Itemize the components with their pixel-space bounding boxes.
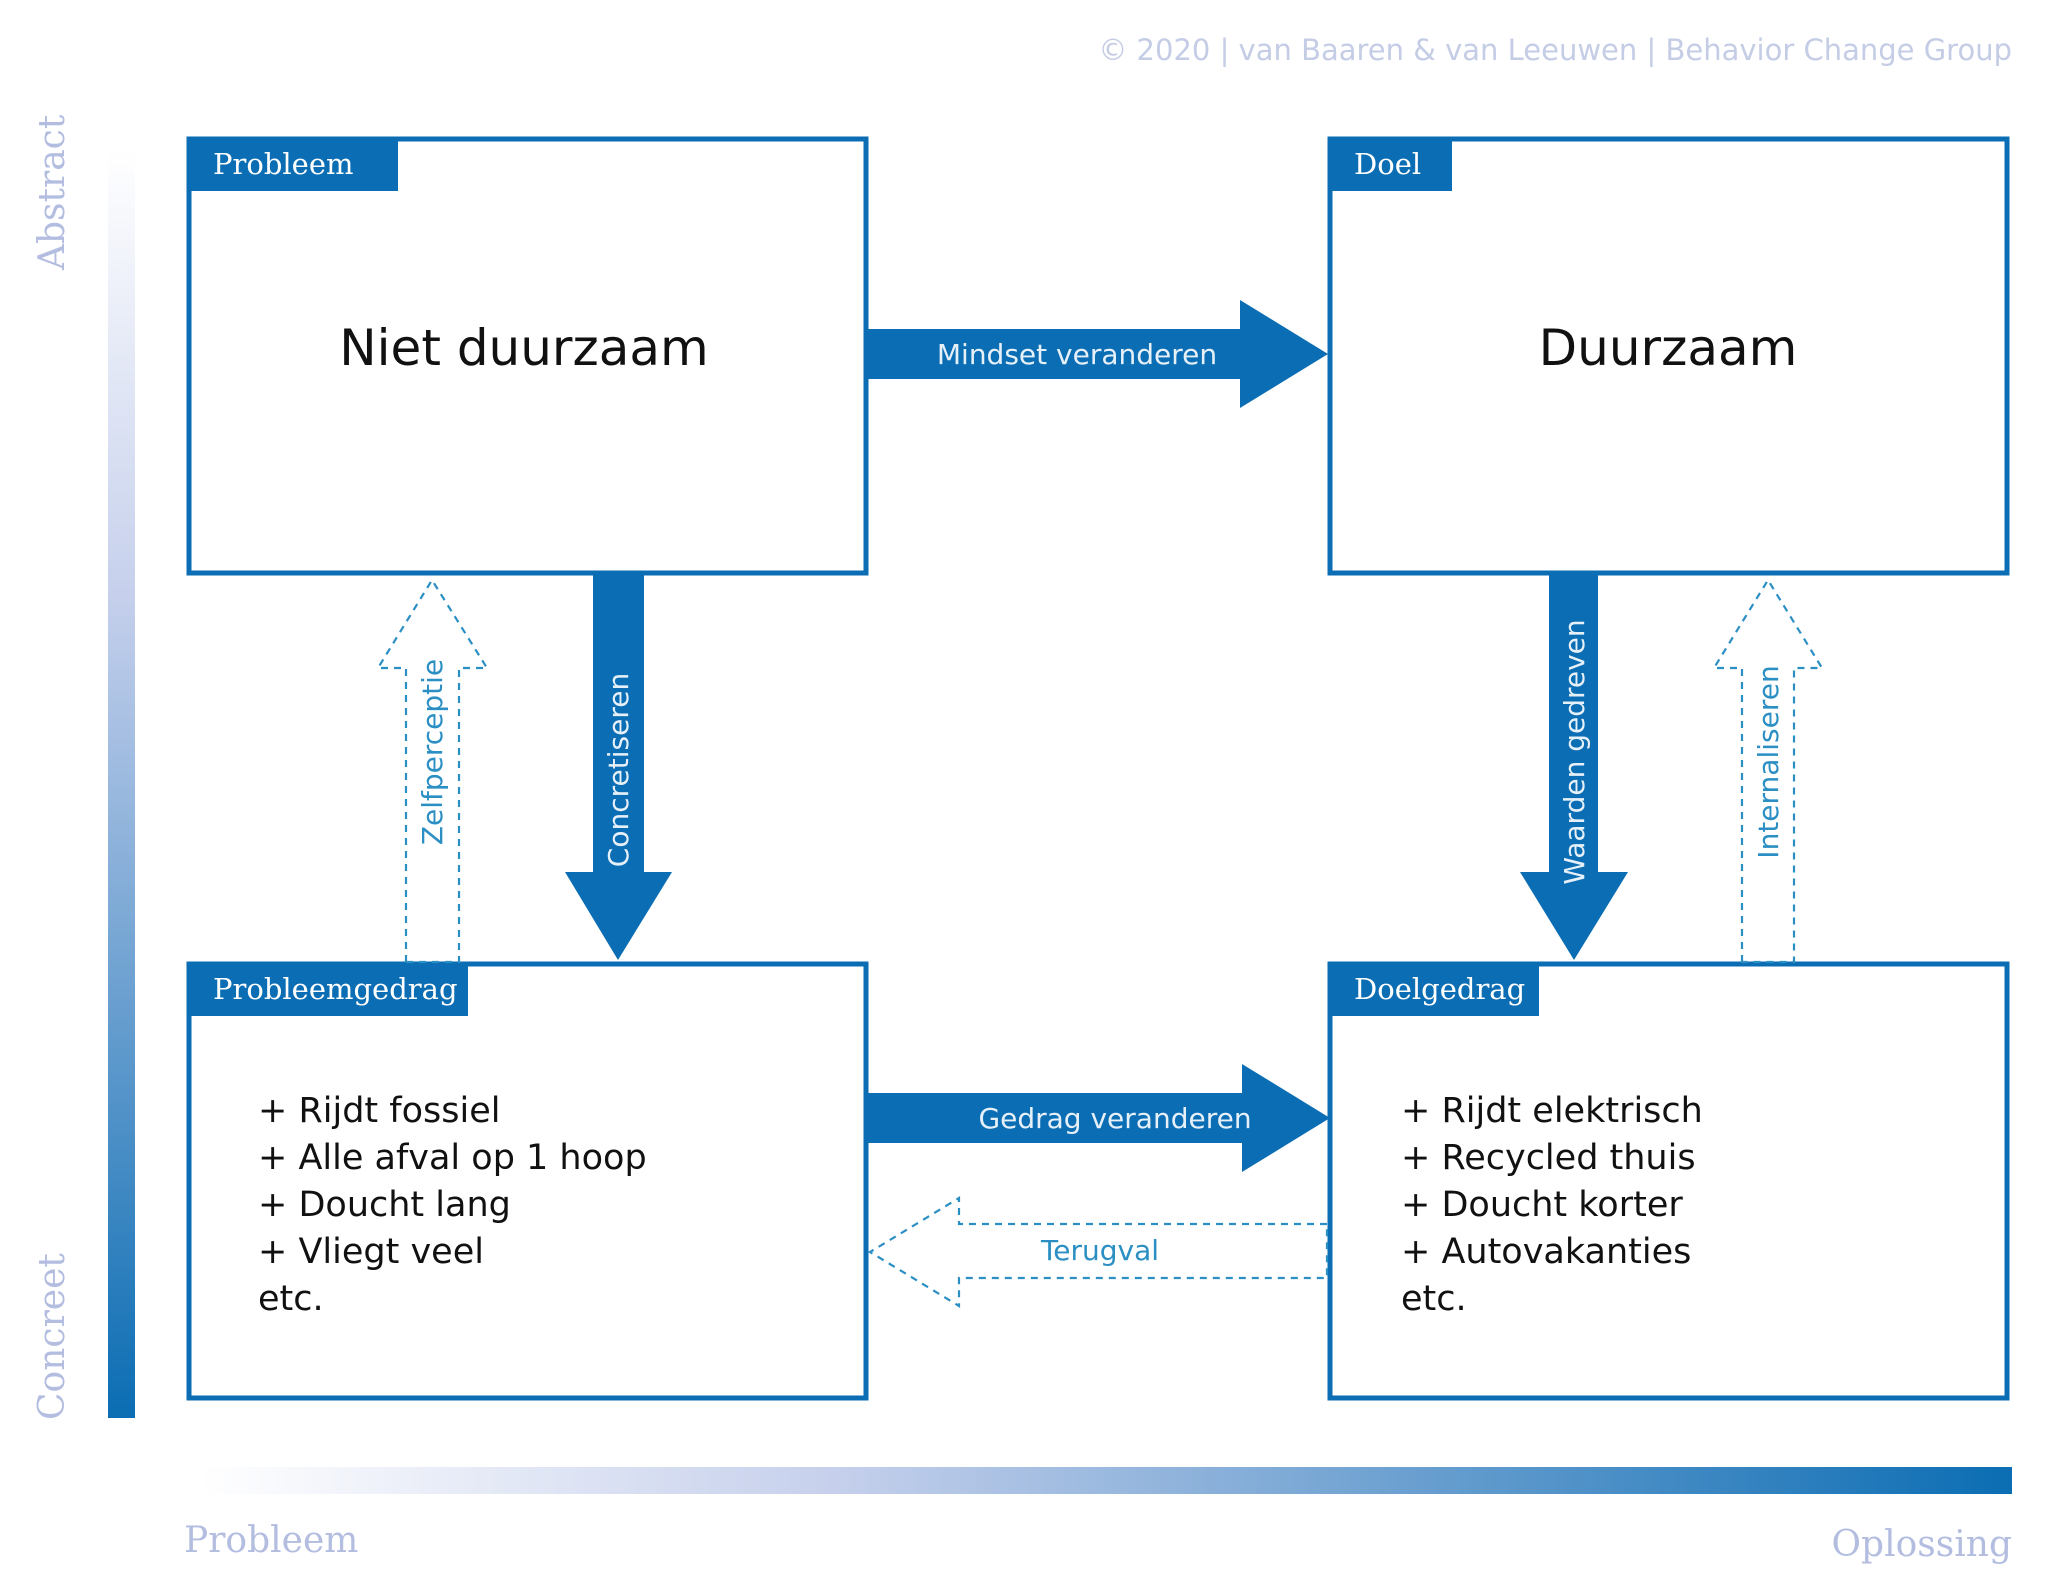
goal-behavior-item: + Recycled thuis	[1401, 1138, 1696, 1178]
problem-text: Niet duurzaam	[339, 319, 708, 377]
goal-behavior-tab	[1330, 964, 1539, 1016]
relapse-arrow: Terugval	[867, 1196, 1329, 1308]
axis-label-oplossing: Oplossing	[1832, 1524, 2012, 1565]
goal-tab	[1330, 139, 1452, 191]
horizontal-axis-bar	[200, 1467, 2012, 1494]
mindset-arrow: Mindset veranderen	[866, 300, 1328, 408]
problem-behavior-item: + Rijdt fossiel	[258, 1091, 500, 1131]
goal-text: Duurzaam	[1539, 319, 1798, 377]
problem-behavior-item: + Vliegt veel	[258, 1232, 484, 1272]
copyright-text: © 2020 | van Baaren & van Leeuwen | Beha…	[1098, 33, 2012, 67]
problem-behavior-item: + Doucht lang	[258, 1185, 511, 1225]
goal-behavior-item: + Autovakanties	[1401, 1232, 1691, 1272]
problem-behavior-tab-label: Probleemgedrag	[213, 972, 458, 1006]
mindset-arrow-label: Mindset veranderen	[937, 338, 1217, 371]
problem-tab	[189, 139, 398, 191]
behavior-arrow: Gedrag veranderen	[866, 1064, 1330, 1172]
problem-behavior-item: etc.	[258, 1279, 324, 1319]
values-arrow-label: Waarden gedreven	[1558, 619, 1591, 884]
goal-box: Doel Duurzaam	[1327, 136, 2010, 576]
axis-label-probleem: Probleem	[184, 1520, 358, 1561]
problem-box: Probleem Niet duurzaam	[186, 136, 869, 576]
goal-behavior-item: + Rijdt elektrisch	[1401, 1091, 1703, 1131]
values-arrow: Waarden gedreven	[1520, 573, 1628, 960]
axis-label-abstract: Abstract	[32, 114, 73, 271]
goal-tab-label: Doel	[1354, 147, 1421, 181]
concretize-arrow: Concretiseren	[565, 573, 672, 960]
goal-behavior-box: Doelgedrag + Rijdt elektrisch + Recycled…	[1327, 961, 2010, 1401]
goal-behavior-item: etc.	[1401, 1279, 1467, 1319]
self-perception-arrow-label: Zelfperceptie	[416, 659, 449, 845]
relapse-arrow-label: Terugval	[1040, 1234, 1159, 1267]
problem-behavior-item: + Alle afval op 1 hoop	[258, 1138, 647, 1178]
concretize-arrow-label: Concretiseren	[602, 673, 635, 867]
problem-tab-label: Probleem	[213, 147, 354, 181]
internalize-arrow: Internaliseren	[1712, 577, 1824, 964]
goal-behavior-item: + Doucht korter	[1401, 1185, 1683, 1225]
vertical-axis-bar	[108, 150, 135, 1418]
goal-behavior-tab-label: Doelgedrag	[1354, 972, 1525, 1006]
self-perception-arrow: Zelfperceptie	[376, 577, 489, 964]
behavior-arrow-label: Gedrag veranderen	[978, 1102, 1251, 1135]
axis-label-concreet: Concreet	[32, 1253, 73, 1420]
internalize-arrow-label: Internaliseren	[1752, 665, 1785, 858]
problem-behavior-box: Probleemgedrag + Rijdt fossiel + Alle af…	[186, 961, 869, 1401]
problem-behavior-tab	[189, 964, 468, 1016]
